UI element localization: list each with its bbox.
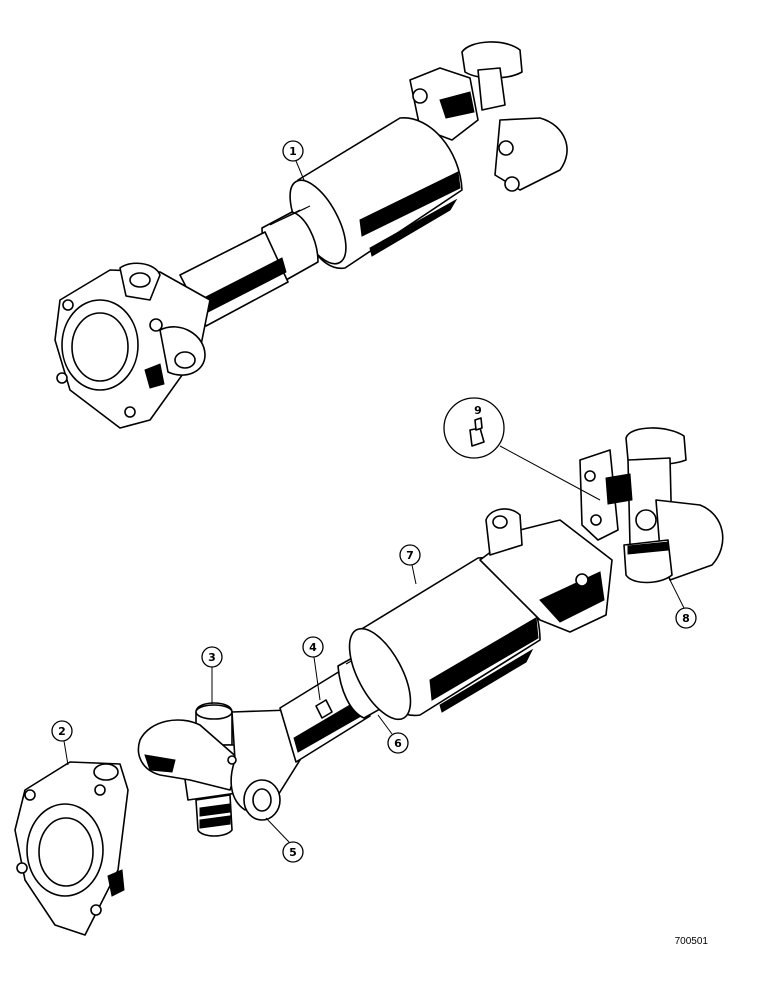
callout-8: 8 bbox=[669, 579, 697, 629]
assembled-drive-shaft bbox=[54, 41, 568, 429]
callout-9: 9 bbox=[474, 404, 482, 417]
journal-cross bbox=[579, 427, 724, 584]
flange-yoke bbox=[14, 761, 129, 936]
callout-2: 2 bbox=[51, 720, 73, 766]
callout-2-label: 2 bbox=[58, 725, 66, 738]
callout-8-label: 8 bbox=[682, 612, 690, 625]
callout-1-label: 1 bbox=[289, 145, 297, 158]
callout-4-label: 4 bbox=[309, 641, 317, 654]
callout-5: 5 bbox=[265, 817, 304, 863]
upper-rear-yoke bbox=[409, 41, 568, 192]
callout-3-label: 3 bbox=[208, 651, 216, 664]
figure-number: 700501 bbox=[675, 936, 709, 947]
slip-yoke bbox=[137, 709, 301, 821]
lower-tube bbox=[348, 557, 541, 721]
callout-5-label: 5 bbox=[289, 846, 297, 859]
upper-front-yoke bbox=[54, 262, 211, 429]
callout-7-label: 7 bbox=[406, 549, 414, 562]
callout-3: 3 bbox=[201, 646, 223, 704]
callout-6: 6 bbox=[377, 714, 409, 754]
callout-9-label: 9 bbox=[474, 404, 482, 417]
callout-4: 4 bbox=[302, 636, 324, 701]
grease-fitting-detail bbox=[443, 397, 601, 501]
callout-1: 1 bbox=[282, 140, 305, 181]
callout-7: 7 bbox=[399, 544, 421, 585]
callout-6-label: 6 bbox=[394, 737, 402, 750]
tube-yoke bbox=[479, 508, 613, 633]
